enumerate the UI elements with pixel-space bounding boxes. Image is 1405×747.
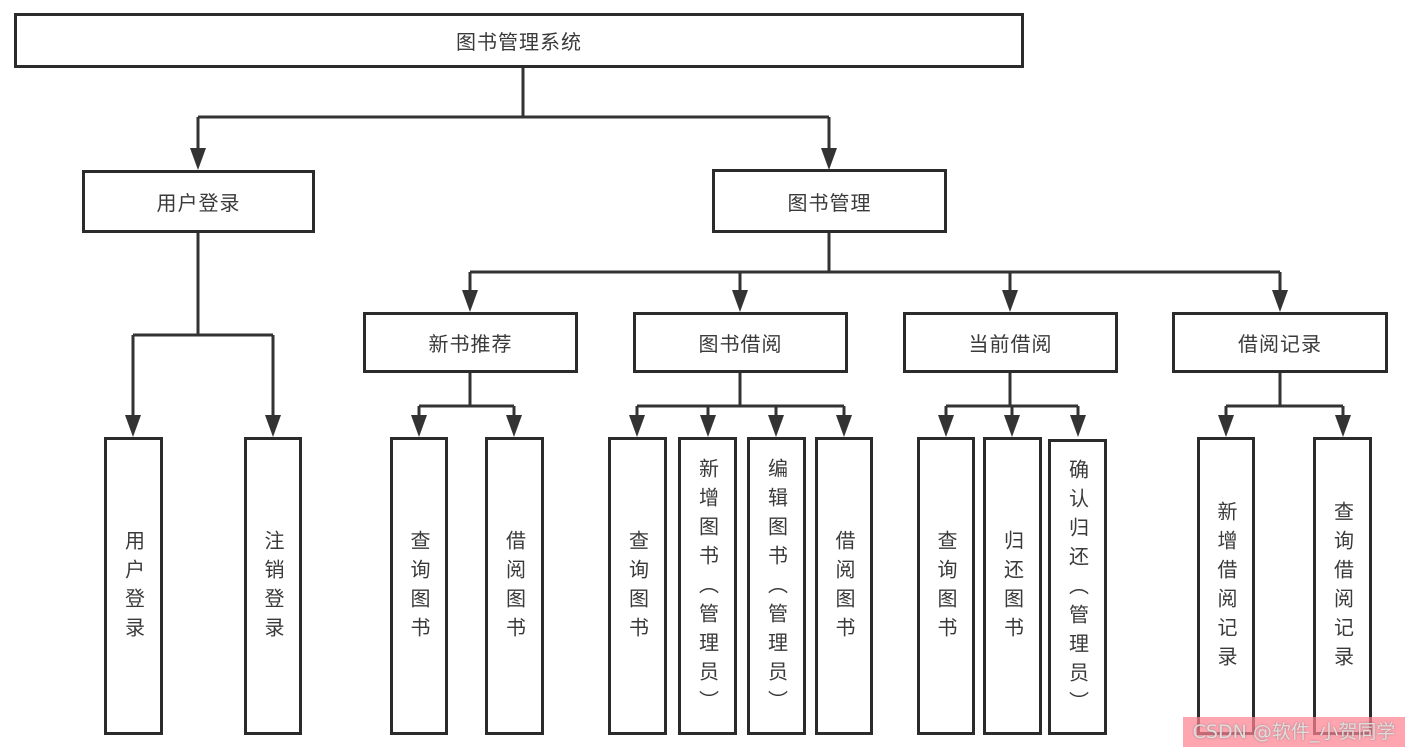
arrowhead [411,415,427,437]
leaf-borrow-book-1: 借阅图书 [485,437,544,735]
arrowhead [1218,415,1234,437]
arrowhead [1070,415,1086,437]
leaf-user-login: 用户登录 [104,437,163,735]
csdn-watermark: CSDN @软件_小贺同学 [1183,717,1405,747]
node-current-borrow: 当前借阅 [903,312,1118,373]
node-book-management: 图书管理 [712,169,947,233]
arrowhead [821,148,837,170]
arrowhead [1004,415,1020,437]
arrowhead [768,415,784,437]
connector-path [131,68,1345,419]
node-new-book-recommend: 新书推荐 [363,312,578,373]
node-book-borrow: 图书借阅 [633,312,848,373]
arrowhead [700,415,716,437]
node-root: 图书管理系统 [14,13,1024,68]
arrowhead [938,415,954,437]
arrowhead [1272,290,1288,312]
arrowheads [125,148,1351,437]
leaf-add-book-admin: 新增图书（管理员） [678,437,737,735]
leaf-edit-book-admin: 编辑图书（管理员） [747,437,806,735]
arrowhead [836,415,852,437]
leaf-query-book-1: 查询图书 [390,437,448,735]
leaf-add-borrow-record: 新增借阅记录 [1197,437,1255,735]
arrowhead [125,415,141,437]
leaf-query-book-3: 查询图书 [917,437,975,735]
arrowhead [1002,290,1018,312]
leaf-logout: 注销登录 [244,437,302,735]
arrowhead [265,415,281,437]
arrowhead [506,415,522,437]
node-user-login: 用户登录 [82,170,315,233]
leaf-return-book: 归还图书 [983,437,1042,735]
arrowhead [629,415,645,437]
leaf-query-borrow-record: 查询借阅记录 [1313,437,1372,735]
arrowhead [462,290,478,312]
node-borrow-record: 借阅记录 [1172,312,1388,373]
leaf-confirm-return-admin: 确认归还（管理员） [1048,439,1107,735]
leaf-borrow-book-2: 借阅图书 [815,437,873,735]
leaf-query-book-2: 查询图书 [608,437,667,735]
arrowhead [1335,415,1351,437]
arrowhead [190,148,206,170]
arrowhead [732,290,748,312]
